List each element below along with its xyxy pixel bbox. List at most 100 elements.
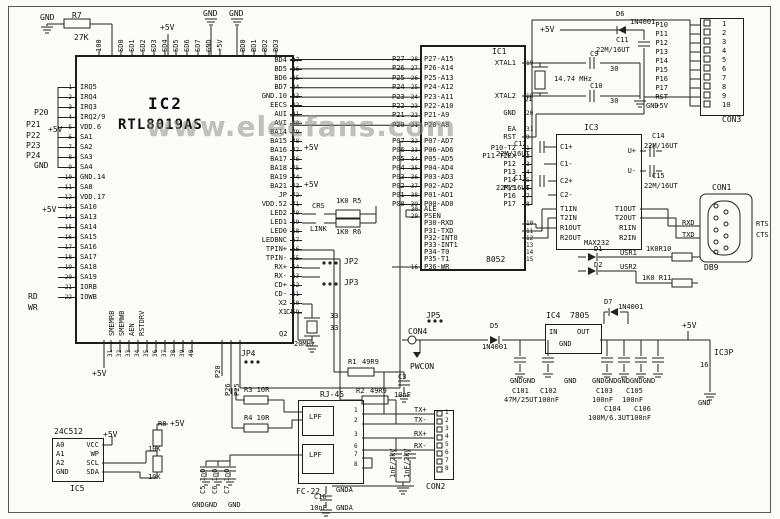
schematic-border <box>8 6 771 513</box>
ic2-pin: SA16 <box>80 243 97 251</box>
pin-number: 34 <box>134 349 141 357</box>
pin-number: 87 <box>292 57 300 64</box>
net-label: P21 <box>392 111 405 120</box>
pin-number: 34 <box>410 156 418 163</box>
ic1-pin: EA <box>507 125 516 133</box>
schematic-text: 14.74 MHz <box>554 75 592 83</box>
ic1-pin: P11-T2EX <box>482 152 516 160</box>
pin-number: 8 <box>445 465 449 472</box>
ic1-pin: P01-AD1 <box>424 191 454 199</box>
schematic-text: C8 <box>286 308 295 316</box>
schematic-text: C6 1n0 <box>211 468 219 494</box>
ic1-pin: P27-A15 <box>424 55 454 63</box>
schematic-text: 33 <box>330 324 339 332</box>
pin-number: 22 <box>410 112 418 120</box>
con2-body <box>434 410 454 480</box>
ic1-pin: ALE <box>424 205 437 213</box>
ic2-pin: RSTDRV <box>138 310 146 336</box>
schematic-text: 10nF <box>310 504 327 512</box>
pin-number: 10 <box>722 101 731 109</box>
pin-number: 30 <box>410 206 418 213</box>
ic2-pin: SD2 <box>139 39 147 52</box>
pin-number: 32 <box>116 349 123 357</box>
rj45-body <box>298 400 364 484</box>
ic2-body <box>75 55 294 344</box>
ic5-pin: GND <box>56 468 69 476</box>
schematic-text: WR <box>28 303 38 312</box>
ic2-pin: LED0 <box>270 227 287 235</box>
ic2-pin: BA19 <box>270 173 287 181</box>
net-label: P05 <box>392 155 405 163</box>
schematic-text: PWCON <box>410 362 435 371</box>
ic3-pin: T2IN <box>560 214 577 222</box>
pin-number: 5 <box>526 177 530 184</box>
ic1-pin: P17 <box>503 200 516 208</box>
schematic-text: GND <box>228 501 241 509</box>
ic1-pin: P10-T2 <box>490 144 516 152</box>
pin-number: 37 <box>161 349 168 357</box>
schematic-text: 1nF/2kV <box>403 448 411 478</box>
ic3-pin: R1OUT <box>560 224 582 232</box>
pin-number: 31 <box>526 126 534 133</box>
pin-number: 8 <box>526 201 530 208</box>
schematic-text: C11 <box>616 36 629 44</box>
ic2-pin: BD6 <box>274 74 287 82</box>
schematic-text: 22M/16UT <box>496 184 530 192</box>
schematic-text: 22M/16UT <box>596 46 630 54</box>
ic2-pin: SD4 <box>161 39 169 52</box>
schematic-text: C15 <box>652 172 665 180</box>
schematic-text: C106 <box>634 405 651 413</box>
schematic-text: C3 <box>398 373 407 381</box>
ic2-pin: SD1 <box>128 39 136 52</box>
schematic-text: 1nF/2kV <box>389 448 397 478</box>
pin-number: 20 <box>64 274 72 281</box>
pin-number: 79 <box>292 129 300 136</box>
ic2-pin: GND <box>205 39 213 52</box>
ic2-pin: X2 <box>278 299 287 307</box>
ic1-pin: P07-AD7 <box>424 137 454 145</box>
ic5-pin: SDA <box>86 468 99 476</box>
schematic-text: 20MHz <box>294 340 316 348</box>
pin-number: 40 <box>188 349 195 357</box>
pin-number: 35 <box>143 349 150 357</box>
ic5-pin: A1 <box>56 450 65 458</box>
ic2-pin: EECS <box>270 101 287 109</box>
ic3-pin: C2- <box>560 191 573 199</box>
pin-number: 1 <box>722 20 727 28</box>
schematic-text: JP4 <box>241 349 256 358</box>
con3-pin: P15 <box>655 66 668 74</box>
ic2-pin: LED1 <box>270 218 287 226</box>
schematic-text: 100nF <box>538 396 560 404</box>
schematic-text: IN <box>549 328 558 336</box>
schematic-text: D1 <box>594 245 603 253</box>
ic1-pin: XTAL1 <box>494 59 516 67</box>
schematic-text: C7 1n0 <box>223 468 231 494</box>
ic1-pin: P06-AD6 <box>424 146 454 154</box>
ic1-pin: P05-AD5 <box>424 155 454 163</box>
schematic-text: RXD <box>682 219 695 227</box>
pin-number: 77 <box>292 147 300 154</box>
schematic-text: TXD <box>682 231 695 239</box>
schematic-text: P20 <box>34 108 49 117</box>
schematic-text: GND <box>646 102 659 110</box>
ic1-pin: RST <box>503 133 516 141</box>
schematic-text: 1K0 R5 <box>336 197 362 205</box>
pin-number: 27 <box>410 65 418 73</box>
pin-number: 4 <box>526 169 530 176</box>
ic2-pin: SD0 <box>117 39 125 52</box>
schematic-text: D2 <box>594 261 603 269</box>
pin-number: 6 <box>68 134 72 141</box>
pin-number: 2 <box>722 29 727 37</box>
ic3-pin: R2OUT <box>560 234 582 242</box>
schematic-text: 1K0 R6 <box>336 228 362 236</box>
ic2-pin: BA21 <box>270 182 287 190</box>
ic2-pin: BA17 <box>270 155 287 163</box>
schematic-text: 1N4001 <box>482 343 508 351</box>
pin-number: 22 <box>64 294 72 301</box>
schematic-text: C12 <box>514 140 527 148</box>
pin-number: 4 <box>68 114 72 121</box>
ic1-pin: P33-INT1 <box>424 241 458 249</box>
ic2-pin: BD0 <box>239 39 247 52</box>
ic2-pin: CD+ <box>274 281 287 289</box>
